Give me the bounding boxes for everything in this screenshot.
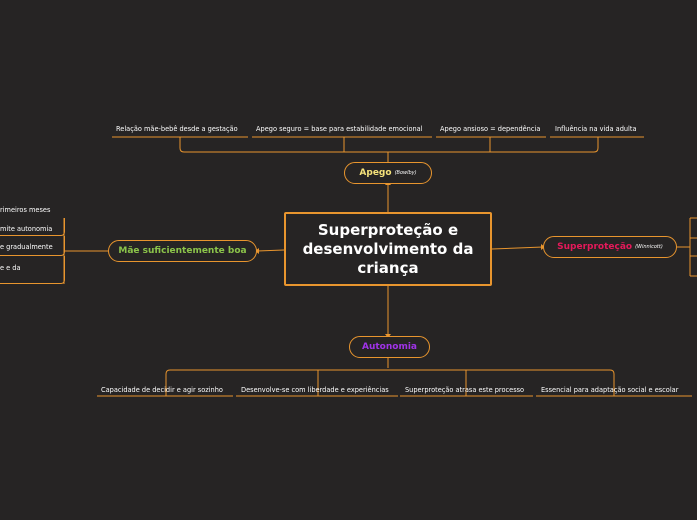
- mae-item-1[interactable]: rimeiros meses: [0, 206, 51, 214]
- superprotecao-label: Superproteção: [557, 242, 633, 252]
- autonomia-node[interactable]: Autonomia: [349, 336, 430, 358]
- apego-item-4[interactable]: Influência na vida adulta: [555, 125, 637, 133]
- mae-item-4-box: [0, 256, 65, 284]
- mae-item-2[interactable]: mite autonomia: [0, 225, 53, 233]
- autonomia-item-3[interactable]: Superproteção atrasa este processo: [405, 386, 525, 394]
- apego-sub-label: (Bowlby): [394, 170, 417, 176]
- apego-item-3[interactable]: Apego ansioso = dependência: [440, 125, 541, 133]
- autonomia-item-2[interactable]: Desenvolve-se com liberdade e experiênci…: [241, 386, 389, 394]
- mae-item-3[interactable]: e gradualmente: [0, 243, 53, 251]
- central-topic-label: Superproteção e desenvolvimento da crian…: [302, 220, 474, 277]
- mae-item-3-box: [0, 236, 65, 256]
- superprotecao-sub-label: (Winnicott): [635, 244, 663, 250]
- autonomia-item-1[interactable]: Capacidade de decidir e agir sozinho: [101, 386, 223, 394]
- mae-item-2-box: [0, 218, 65, 236]
- apego-label: Apego: [359, 168, 392, 178]
- mae-item-4[interactable]: e e da: [0, 264, 21, 272]
- autonomia-label: Autonomia: [362, 342, 417, 352]
- autonomia-item-4[interactable]: Essencial para adaptação social e escola…: [541, 386, 679, 394]
- superprotecao-node[interactable]: Superproteção (Winnicott): [543, 236, 677, 258]
- mae-node[interactable]: Mãe suficientemente boa: [108, 240, 257, 262]
- apego-node[interactable]: Apego (Bowlby): [344, 162, 432, 184]
- mae-label: Mãe suficientemente boa: [118, 246, 247, 256]
- apego-item-1[interactable]: Relação mãe-bebê desde a gestação: [116, 125, 238, 133]
- central-topic[interactable]: Superproteção e desenvolvimento da crian…: [284, 212, 492, 286]
- apego-item-2[interactable]: Apego seguro = base para estabilidade em…: [256, 125, 423, 133]
